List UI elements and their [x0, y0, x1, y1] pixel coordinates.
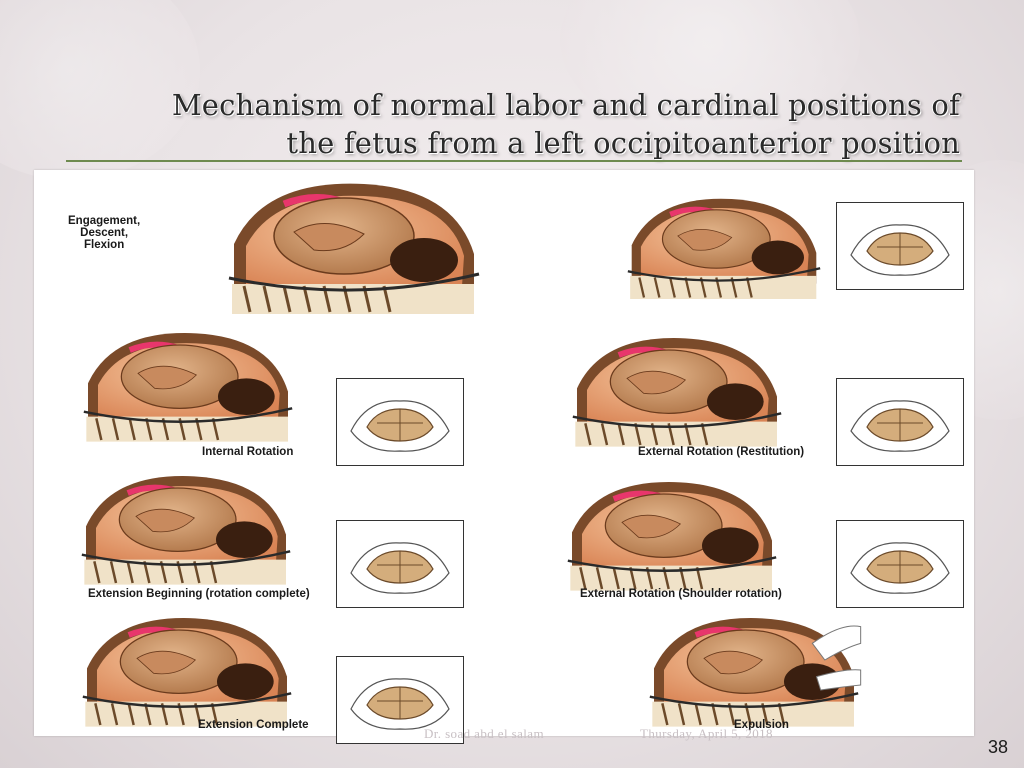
- stage-label-internal-rotation: Internal Rotation: [202, 446, 294, 458]
- illustration-extension-complete: [42, 610, 332, 735]
- title-underline: [66, 160, 962, 162]
- illustration-external-rotation-restitution: [532, 330, 822, 455]
- illustration-engagement: [224, 174, 484, 324]
- title-line-1: Mechanism of normal labor and cardinal p…: [171, 88, 960, 122]
- illustration-pelvis-front: [624, 174, 824, 324]
- fetal-head-inset: [336, 520, 464, 608]
- footer-author: Dr. soad abd el salam: [424, 726, 544, 741]
- labor-mechanism-figure: Engagement, Descent, Flexion Internal Ro…: [34, 170, 974, 744]
- fetal-head-inset: [836, 520, 964, 608]
- stage-label-external-rotation-restitution: External Rotation (Restitution): [638, 446, 805, 458]
- stage-label-external-rotation-shoulder: External Rotation (Shoulder rotation): [580, 588, 782, 600]
- slide-title: Mechanism of normal labor and cardinal p…: [100, 86, 960, 162]
- illustration-external-rotation-shoulder: [522, 474, 822, 599]
- fetal-head-inset: [836, 202, 964, 290]
- fetal-head-inset: [336, 378, 464, 466]
- illustration-expulsion: [584, 610, 862, 735]
- fetal-head-inset: [336, 656, 464, 744]
- title-line-2: the fetus from a left occipitoanterior p…: [286, 126, 960, 160]
- stage-label-extension-beginning: Extension Beginning (rotation complete): [88, 588, 310, 600]
- stage-label-extension-complete: Extension Complete: [198, 719, 309, 731]
- illustration-extension-beginning: [56, 468, 316, 593]
- stage-label-engagement: Engagement, Descent, Flexion: [68, 215, 141, 251]
- footer-date: Thursday, April 5, 2018: [640, 726, 773, 741]
- slide-number: 38: [987, 737, 1008, 757]
- fetal-head-inset: [836, 378, 964, 466]
- illustration-internal-rotation: [58, 325, 318, 450]
- stage-label-expulsion: Expulsion: [734, 719, 789, 731]
